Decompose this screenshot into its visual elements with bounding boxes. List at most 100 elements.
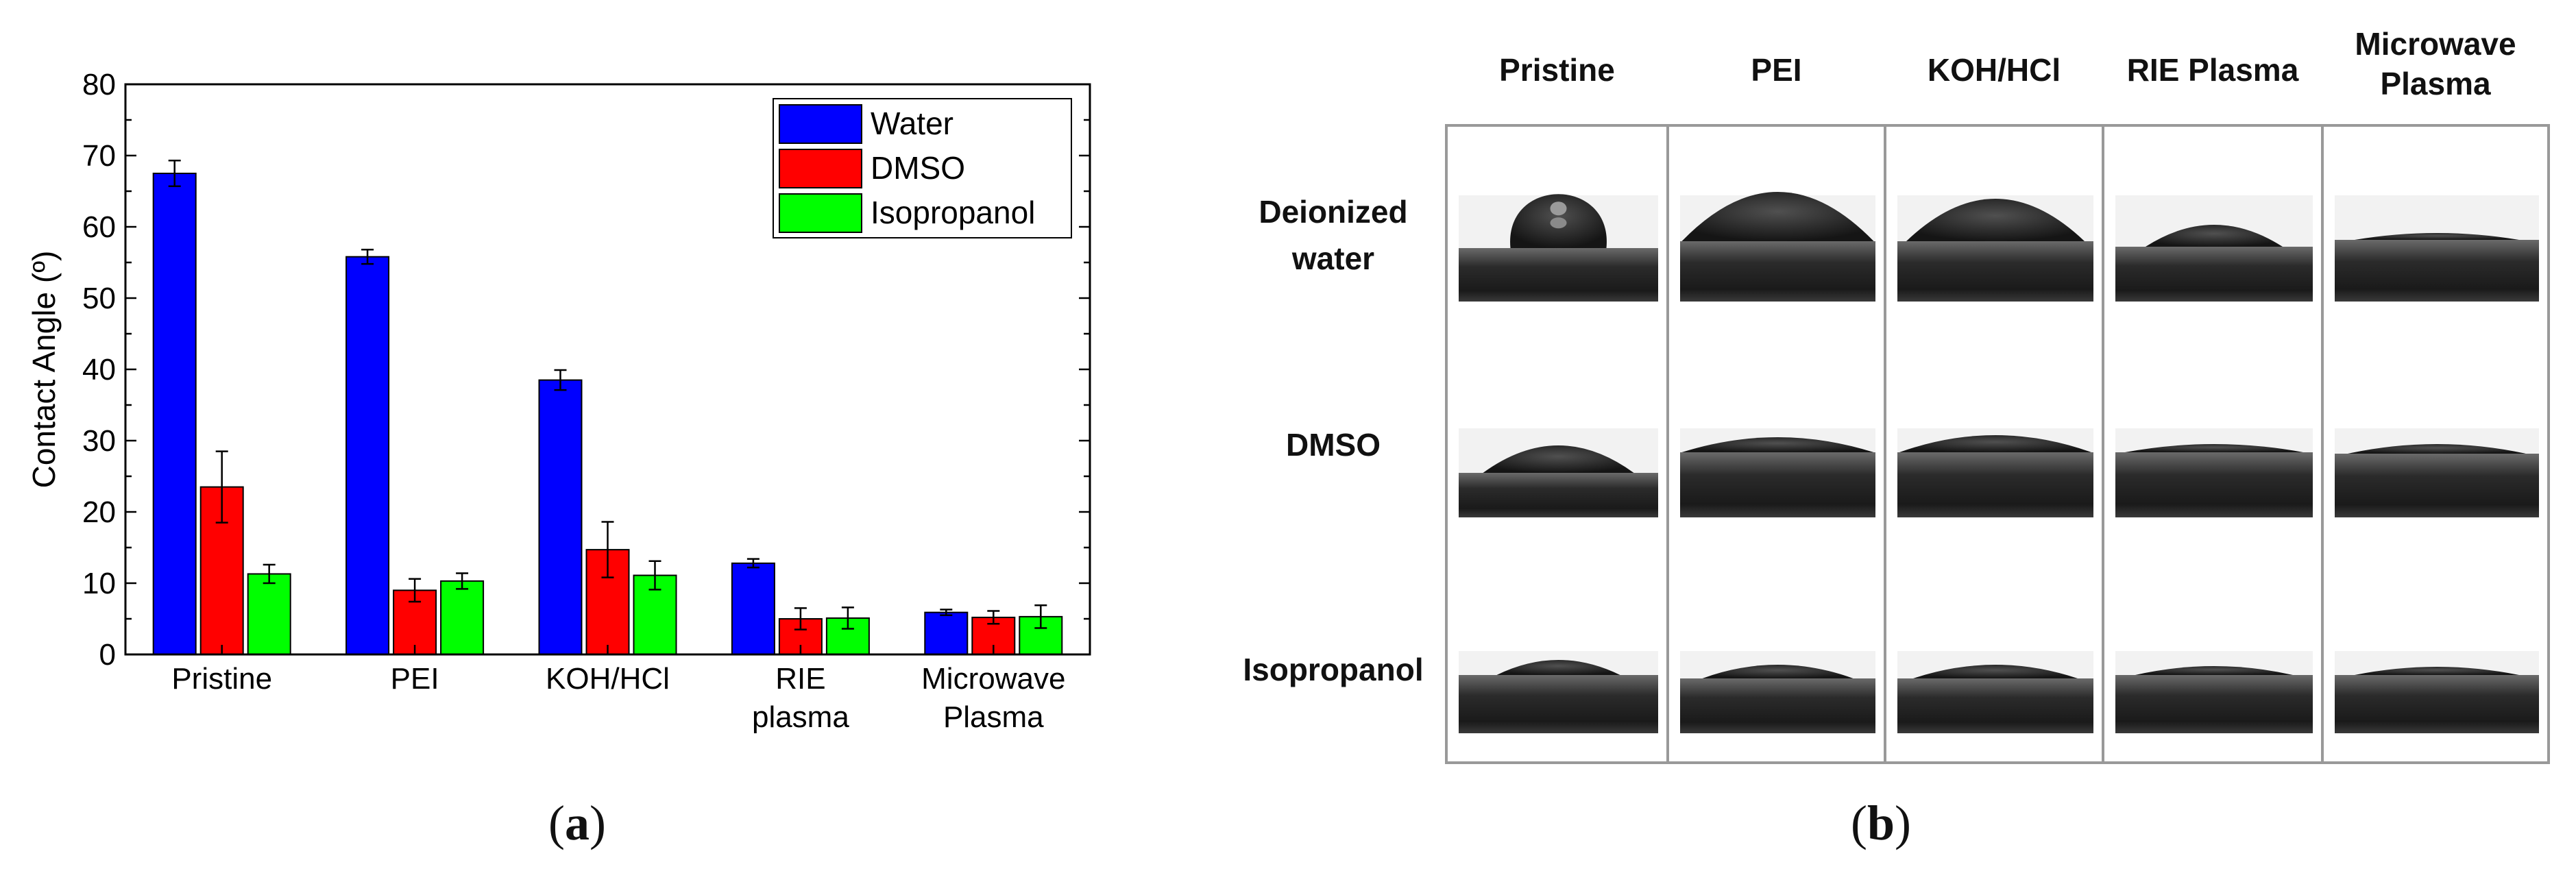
image-background	[2115, 195, 2313, 247]
droplet	[2125, 444, 2303, 452]
y-tick-label: 20	[82, 495, 116, 529]
substrate	[1459, 473, 1658, 517]
droplet	[2348, 444, 2526, 454]
image-background	[2335, 195, 2539, 240]
bar-water-4	[924, 611, 969, 656]
substrate	[1459, 248, 1658, 302]
x-tick-label-1: PEI	[391, 662, 439, 696]
substrate	[2335, 454, 2539, 517]
droplet	[1702, 665, 1854, 678]
substrate	[1680, 241, 1875, 302]
droplet-highlight	[1550, 217, 1567, 229]
legend-swatch-isopropanol	[779, 193, 862, 233]
substrate	[2335, 675, 2539, 733]
droplet	[1899, 435, 2091, 452]
bar-water-3	[731, 562, 775, 655]
error-bar-water-0	[168, 160, 181, 187]
error-bar-water-1	[361, 249, 374, 265]
error-bar-water-2	[554, 369, 567, 391]
image-background	[1680, 195, 1875, 241]
droplet-highlight	[1550, 201, 1567, 216]
droplet-image-r0-c0	[1459, 194, 1658, 302]
substrate	[1897, 452, 2093, 517]
column-header-0: Pristine	[1499, 52, 1615, 88]
image-background	[2115, 651, 2313, 675]
row-header-1: DMSO	[1286, 427, 1381, 463]
substrate	[1680, 678, 1875, 733]
image-background	[1897, 651, 2093, 678]
droplet-image-r0-c4	[2335, 195, 2539, 302]
droplet	[1483, 445, 1634, 473]
substrate	[2115, 675, 2313, 733]
x-tick-label-3: RIE	[775, 662, 825, 696]
y-tick-label: 50	[82, 282, 116, 315]
error-bar-dmso-2	[601, 521, 614, 578]
caption-a: (a)	[548, 796, 606, 850]
x-tick-label-2: KOH/HCl	[546, 662, 670, 696]
y-tick-label: 0	[99, 638, 116, 672]
droplet-image-r2-c3	[2115, 651, 2313, 733]
bar-isopropanol-0	[247, 573, 291, 655]
substrate	[1459, 675, 1658, 733]
y-tick-label: 70	[82, 139, 116, 173]
error-bar-water-3	[746, 558, 760, 569]
legend-swatch-dmso	[779, 149, 862, 188]
droplet	[1681, 192, 1874, 241]
image-background	[1459, 428, 1658, 473]
error-bar-isopropanol-2	[648, 560, 661, 591]
droplet	[1681, 437, 1874, 452]
droplet-image-r1-c1	[1680, 428, 1875, 517]
droplet	[2135, 666, 2293, 675]
error-bar-dmso-3	[794, 607, 807, 630]
image-background	[2335, 428, 2539, 454]
substrate	[1897, 241, 2093, 302]
y-tick-label: 30	[82, 424, 116, 458]
y-tick-label: 80	[82, 68, 116, 101]
bar-water-0	[152, 173, 197, 655]
droplet-image-r2-c0	[1459, 651, 1658, 733]
y-axis-label: Contact Angle (º)	[26, 251, 62, 489]
bar-water-1	[345, 256, 390, 655]
substrate	[2115, 247, 2313, 302]
droplet	[1496, 660, 1620, 675]
image-background	[1680, 428, 1875, 452]
column-header-2: KOH/HCl	[1928, 52, 2061, 88]
legend-label-dmso: DMSO	[871, 150, 965, 186]
image-background	[1459, 195, 1658, 248]
legend-swatch-water	[779, 104, 862, 144]
droplet	[1510, 194, 1607, 248]
error-bar-isopropanol-4	[1034, 604, 1047, 629]
caption-b: (b)	[1851, 796, 1912, 850]
error-bar-isopropanol-1	[456, 572, 469, 590]
droplet-image-r1-c3	[2115, 428, 2313, 517]
droplet-image-r1-c2	[1897, 428, 2093, 517]
x-tick-label-0: Pristine	[171, 662, 272, 696]
image-background	[1459, 651, 1658, 675]
substrate	[1897, 678, 2093, 733]
droplet	[1913, 665, 2078, 678]
x-tick-label-4: Microwave	[921, 662, 1065, 696]
error-bar-dmso-0	[215, 450, 228, 524]
droplet-image-r0-c1	[1680, 192, 1875, 302]
row-header-0: water	[1291, 241, 1374, 276]
droplet	[1906, 199, 2085, 241]
error-bar-water-4	[940, 609, 953, 617]
droplet	[2146, 225, 2283, 247]
bar-water-2	[538, 379, 583, 655]
image-background	[2335, 651, 2539, 675]
x-tick-label-3: plasma	[752, 700, 849, 734]
substrate	[2335, 240, 2539, 302]
legend-label-water: Water	[871, 106, 953, 141]
image-background	[1680, 651, 1875, 678]
row-header-2: Isopropanol	[1243, 652, 1423, 687]
column-header-4: Plasma	[2380, 66, 2491, 101]
droplet-image-r0-c2	[1897, 195, 2093, 302]
error-bar-isopropanol-0	[263, 563, 276, 585]
image-background	[2115, 428, 2313, 452]
droplet	[2355, 667, 2519, 675]
error-bar-dmso-4	[987, 610, 1000, 625]
droplet-image-r2-c1	[1680, 651, 1875, 733]
row-header-0: Deionized	[1259, 194, 1407, 230]
column-header-4: Microwave	[2355, 26, 2516, 62]
